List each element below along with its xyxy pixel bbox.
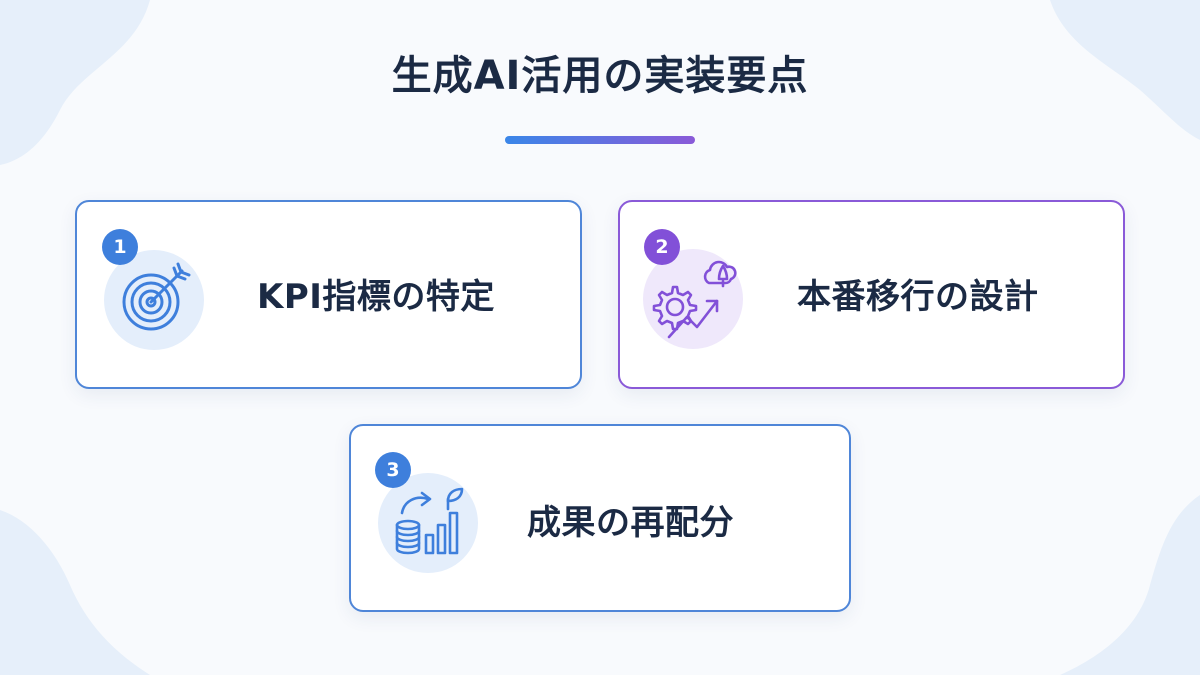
- step-badge-1: 1: [102, 229, 138, 265]
- card-label: 本番移行の設計: [797, 277, 1039, 317]
- title-underline: [505, 136, 695, 144]
- step-badge-2: 2: [644, 229, 680, 265]
- point-card-3: 3 成果の再配分: [349, 424, 851, 612]
- point-card-2: 2 本番移行の設計: [618, 200, 1125, 389]
- card-label: 成果の再配分: [527, 503, 734, 543]
- page-title: 生成AI活用の実装要点: [391, 53, 809, 99]
- corner-blob-bottom-right: [1060, 495, 1200, 675]
- card-label: KPI指標の特定: [257, 277, 495, 317]
- step-badge-3: 3: [375, 452, 411, 488]
- point-card-1: 1 KPI指標の特定: [75, 200, 582, 389]
- gear-rocket-growth-icon: [643, 249, 743, 349]
- target-arrow-icon: [104, 250, 204, 350]
- corner-blob-top-right: [1050, 0, 1200, 140]
- coins-growth-icon: [378, 473, 478, 573]
- corner-blob-top-left: [0, 0, 150, 165]
- corner-blob-bottom-left: [0, 510, 150, 675]
